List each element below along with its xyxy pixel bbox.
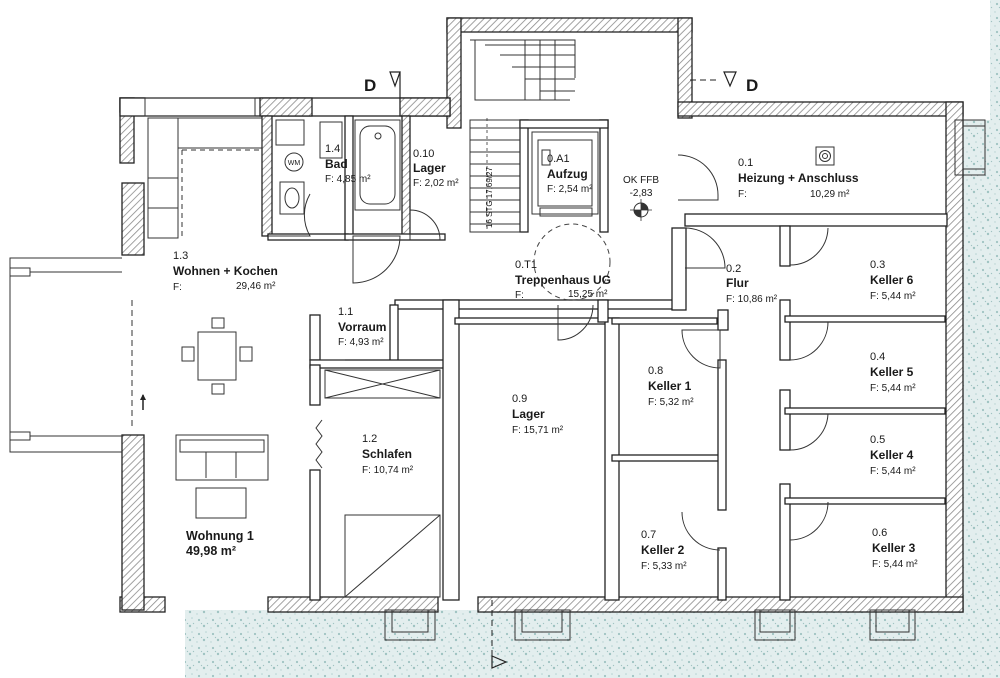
stair-note: 16 STG 17,69/27 (485, 167, 494, 228)
section-line-bottom (491, 600, 508, 669)
svg-text:Keller 3: Keller 3 (872, 541, 916, 555)
svg-text:Keller 6: Keller 6 (870, 273, 914, 287)
svg-text:Keller 2: Keller 2 (641, 543, 685, 557)
svg-text:15,25 m²: 15,25 m² (568, 289, 608, 300)
svg-text:29,46 m²: 29,46 m² (236, 281, 276, 292)
svg-text:Lager: Lager (413, 161, 446, 175)
svg-text:Wohnen + Kochen: Wohnen + Kochen (173, 264, 278, 278)
window-niches (384, 119, 986, 641)
section-marker-left: D (364, 71, 401, 98)
svg-text:F: 2,54 m²: F: 2,54 m² (547, 184, 593, 195)
doors (268, 154, 829, 551)
svg-text:F: 10,74 m²: F: 10,74 m² (362, 465, 414, 476)
bed (344, 514, 441, 598)
svg-text:0.3: 0.3 (870, 259, 885, 271)
room-label-flur: 0.2 Flur F: 10,86 m² (726, 263, 778, 305)
svg-text:Heizung + Anschluss: Heizung + Anschluss (738, 171, 859, 185)
sofa (175, 434, 269, 519)
section-marker-right: D (690, 71, 758, 95)
svg-text:1.2: 1.2 (362, 433, 377, 445)
building-floor (120, 20, 960, 600)
room-label-vorraum: 1.1 Vorraum F: 4,93 m² (338, 306, 386, 348)
level-marker-label: OK FFB (623, 175, 659, 186)
svg-text:F:: F: (738, 189, 747, 200)
staircase: 16 STG 17,69/27 (469, 39, 576, 233)
elevator-shaft (531, 131, 599, 217)
svg-text:F: 5,44 m²: F: 5,44 m² (870, 291, 916, 302)
room-label-keller-1: 0.8 Keller 1 F: 5,32 m² (648, 365, 694, 408)
room-label-treppenhaus: 0.T1 Treppenhaus UG F: 15,25 m² (515, 259, 611, 301)
svg-text:0.5: 0.5 (870, 434, 885, 446)
svg-text:F: 5,32 m²: F: 5,32 m² (648, 397, 694, 408)
utility-connection-icon (815, 146, 835, 166)
svg-text:Keller 1: Keller 1 (648, 379, 692, 393)
svg-text:0.9: 0.9 (512, 393, 527, 405)
svg-text:D: D (364, 76, 376, 95)
svg-text:0.A1: 0.A1 (547, 153, 570, 165)
svg-text:0.2: 0.2 (726, 263, 741, 275)
room-label-lager-large: 0.9 Lager F: 15,71 m² (512, 393, 564, 436)
exterior-walls (119, 17, 964, 613)
svg-text:1.3: 1.3 (173, 250, 188, 262)
room-label-keller-5: 0.4 Keller 5 F: 5,44 m² (870, 351, 916, 394)
svg-text:F:: F: (173, 282, 182, 293)
svg-text:F: 2,02 m²: F: 2,02 m² (413, 178, 459, 189)
svg-text:Flur: Flur (726, 276, 749, 290)
svg-text:0.10: 0.10 (413, 148, 434, 160)
level-marker-value: -2,83 (630, 188, 653, 199)
svg-text:F: 5,44 m²: F: 5,44 m² (870, 466, 916, 477)
svg-text:Bad: Bad (325, 157, 348, 171)
svg-text:F: 10,86 m²: F: 10,86 m² (726, 294, 778, 305)
apartment-area: 49,98 m² (186, 544, 236, 558)
room-label-keller-3: 0.6 Keller 3 F: 5,44 m² (872, 527, 918, 570)
apartment-name: Wohnung 1 (186, 529, 254, 543)
svg-text:F: 15,71 m²: F: 15,71 m² (512, 425, 564, 436)
svg-text:Lager: Lager (512, 407, 545, 421)
room-label-aufzug: 0.A1 Aufzug F: 2,54 m² (547, 153, 593, 195)
room-label-heizung: 0.1 Heizung + Anschluss F: 10,29 m² (738, 157, 859, 200)
svg-text:F: 5,44 m²: F: 5,44 m² (872, 559, 918, 570)
svg-text:F:: F: (515, 290, 524, 301)
room-label-bad: 1.4 Bad F: 4,85 m² (325, 143, 371, 185)
terrace-frame (9, 257, 146, 453)
svg-text:10,29 m²: 10,29 m² (810, 189, 850, 200)
room-label-wohnen-kochen: 1.3 Wohnen + Kochen F: 29,46 m² (173, 250, 278, 293)
dining-table (181, 317, 253, 395)
svg-text:F: 4,85 m²: F: 4,85 m² (325, 174, 371, 185)
level-marker: OK FFB -2,83 (623, 175, 659, 221)
room-label-schlafen: 1.2 Schlafen F: 10,74 m² (362, 433, 414, 476)
room-label-keller-4: 0.5 Keller 4 F: 5,44 m² (870, 434, 916, 477)
svg-text:0.T1: 0.T1 (515, 259, 537, 271)
room-label-keller-6: 0.3 Keller 6 F: 5,44 m² (870, 259, 916, 302)
interior-walls (261, 115, 948, 601)
apartment-label: Wohnung 1 49,98 m² (186, 529, 254, 558)
svg-text:Schlafen: Schlafen (362, 447, 412, 461)
svg-text:0.6: 0.6 (872, 527, 887, 539)
svg-text:D: D (746, 76, 758, 95)
svg-text:Keller 5: Keller 5 (870, 365, 914, 379)
svg-text:0.1: 0.1 (738, 157, 753, 169)
room-label-lager-small: 0.10 Lager F: 2,02 m² (413, 148, 459, 189)
svg-text:Vorraum: Vorraum (338, 320, 386, 334)
svg-text:F: 5,33 m²: F: 5,33 m² (641, 561, 687, 572)
svg-text:0.4: 0.4 (870, 351, 885, 363)
svg-text:0.8: 0.8 (648, 365, 663, 377)
svg-text:0.7: 0.7 (641, 529, 656, 541)
bathroom-fixtures: WM (275, 119, 401, 215)
svg-text:1.1: 1.1 (338, 306, 353, 318)
wardrobe (315, 369, 441, 469)
wheelchair-turning-circle (533, 223, 611, 301)
svg-text:F: 5,44 m²: F: 5,44 m² (870, 383, 916, 394)
kitchen-counters (147, 117, 263, 240)
svg-text:Treppenhaus UG: Treppenhaus UG (515, 273, 611, 287)
svg-text:F: 4,93 m²: F: 4,93 m² (338, 337, 384, 348)
washing-machine-icon: WM (288, 160, 301, 167)
svg-text:Keller 4: Keller 4 (870, 448, 914, 462)
svg-text:Aufzug: Aufzug (547, 167, 588, 181)
room-label-keller-2: 0.7 Keller 2 F: 5,33 m² (641, 529, 687, 572)
svg-text:1.4: 1.4 (325, 143, 340, 155)
